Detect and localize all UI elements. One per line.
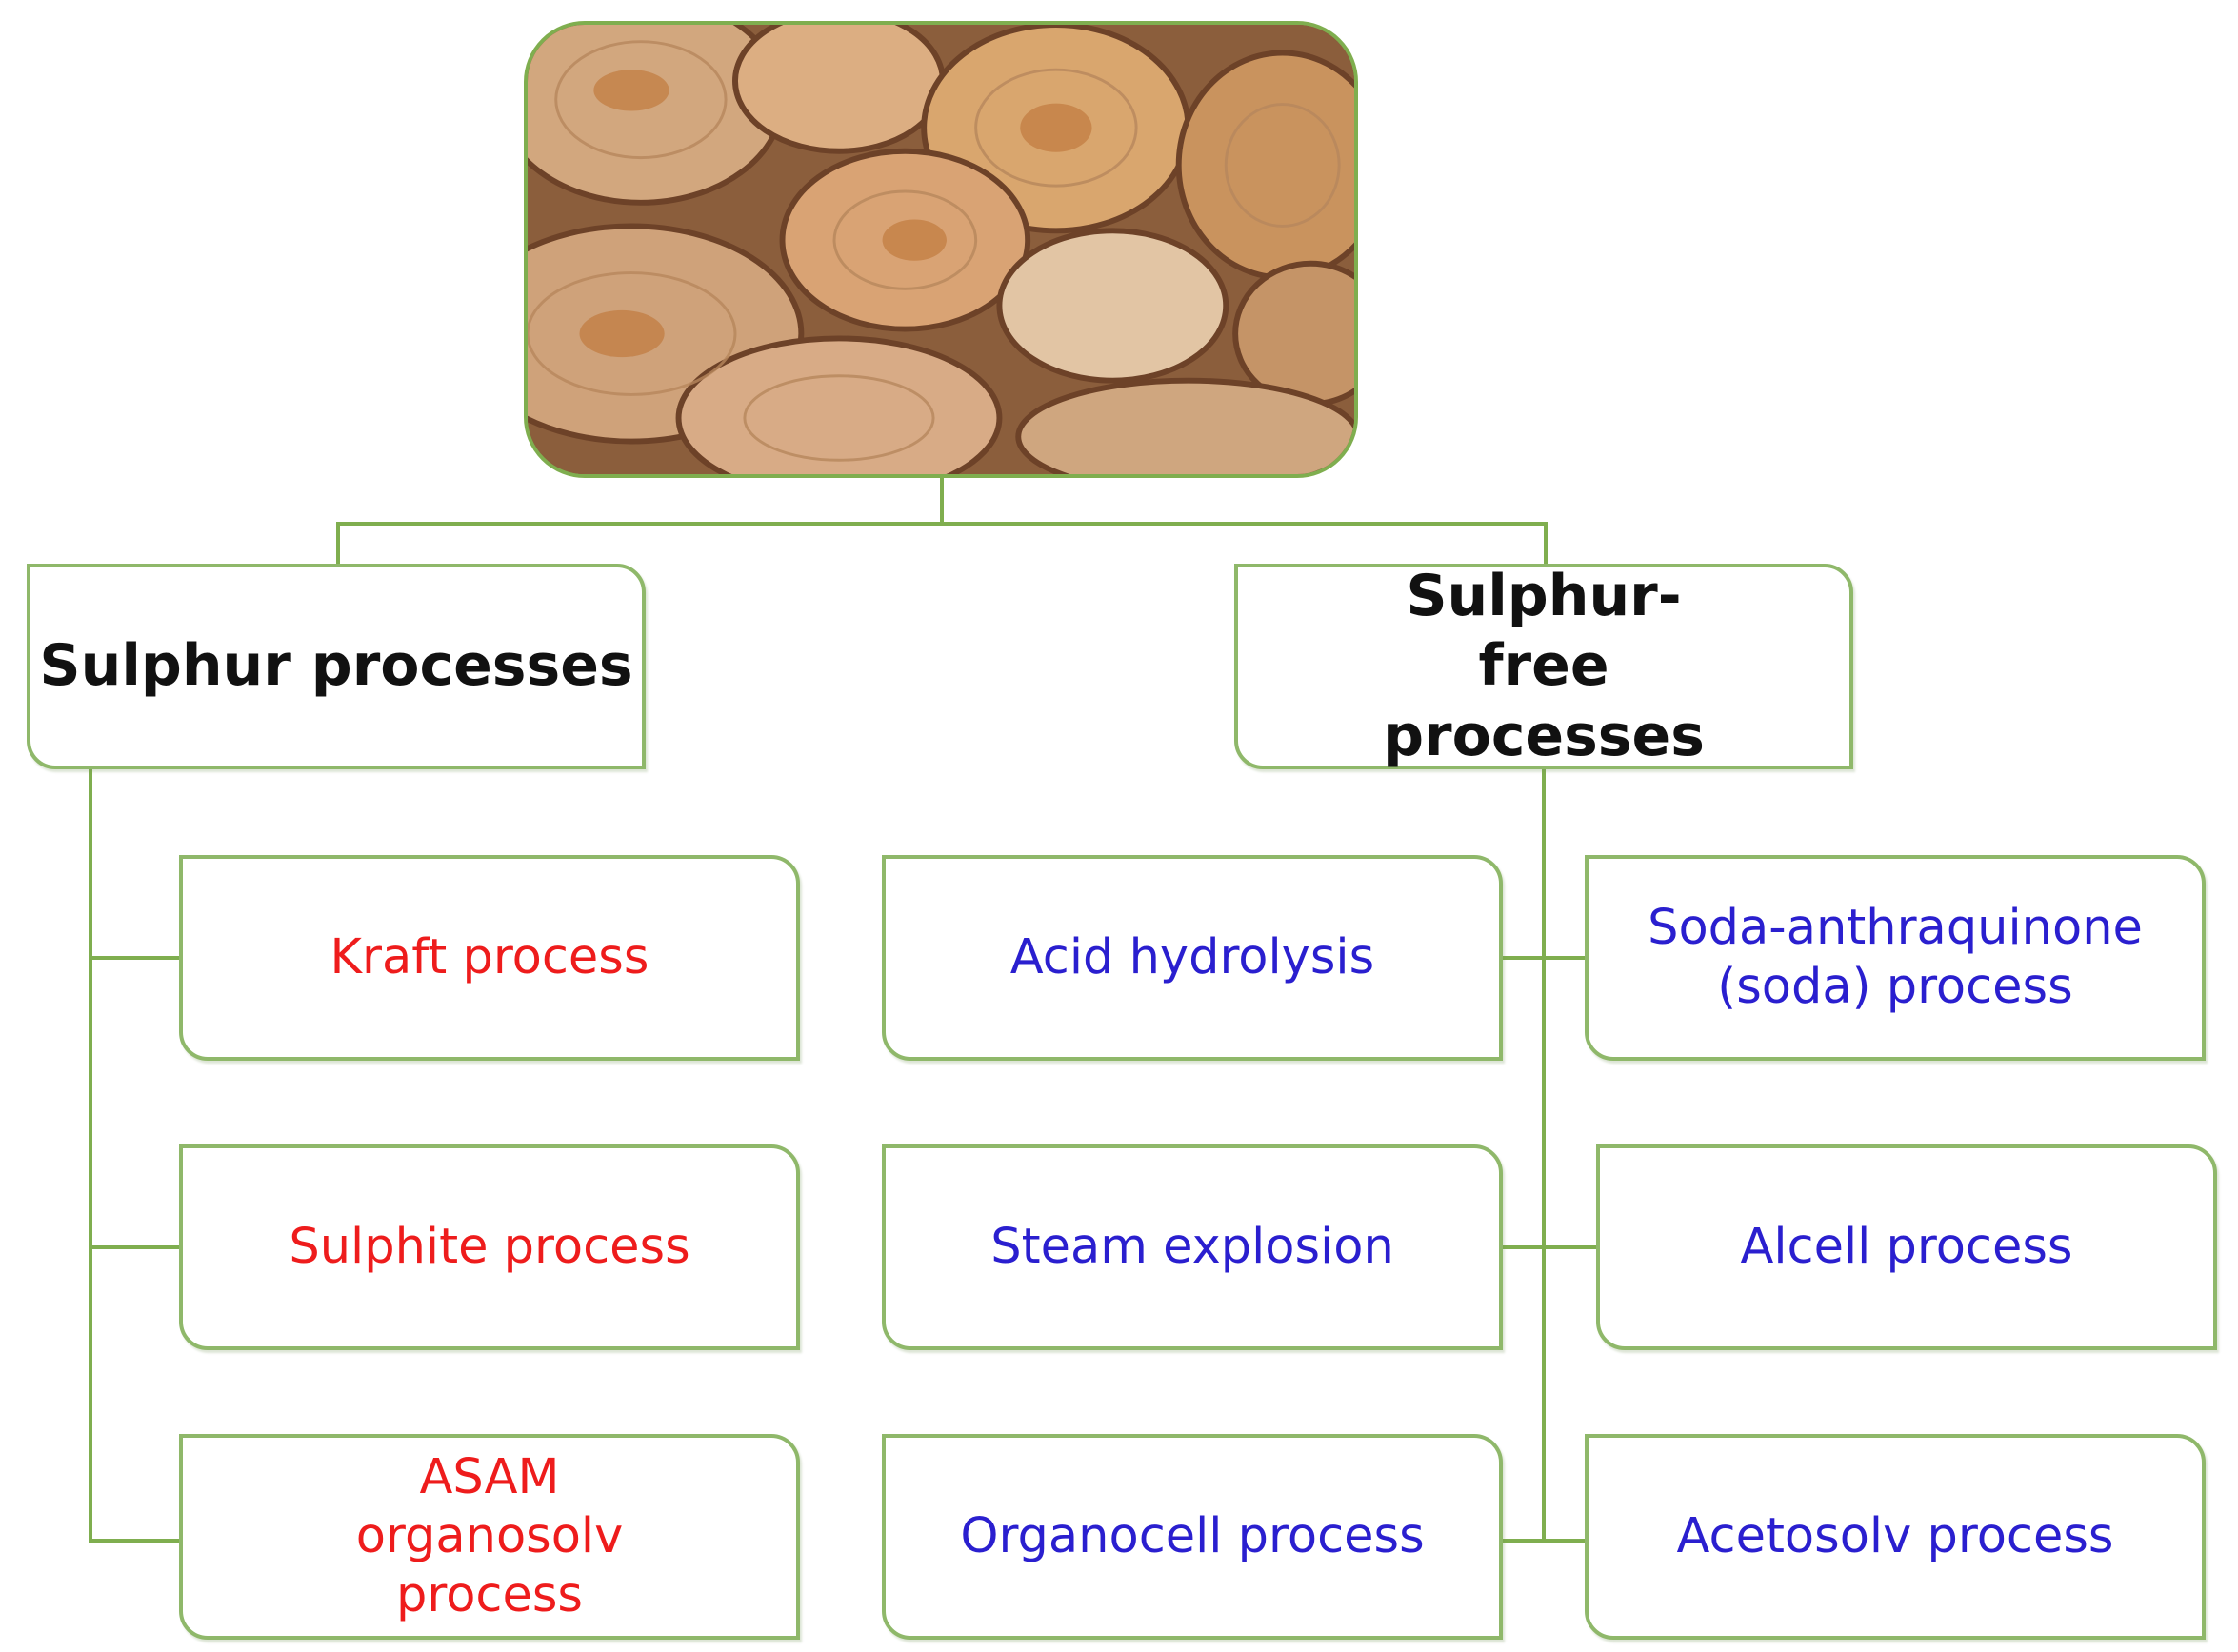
asam-organosolv-process-label: ASAM organosolv process	[355, 1448, 624, 1624]
acid-hydrolysis-label: Acid hydrolysis	[1009, 928, 1375, 985]
organocell-process-box: Organocell process	[882, 1434, 1503, 1640]
connector-sulphur-free-trunk	[1542, 769, 1546, 1543]
acetosolv-process-label: Acetosolv process	[1676, 1507, 2114, 1564]
sulphite-process-label: Sulphite process	[289, 1218, 690, 1275]
connector-kraft	[89, 956, 182, 960]
sulphite-process-box: Sulphite process	[179, 1144, 800, 1350]
sulphur-processes-box: Sulphur processes	[27, 564, 646, 769]
alcell-process-label: Alcell process	[1740, 1218, 2073, 1275]
connector-row2	[1503, 1245, 1598, 1249]
connector-sulphur-trunk	[89, 769, 92, 1543]
organocell-process-label: Organocell process	[960, 1507, 1425, 1564]
kraft-process-label: Kraft process	[330, 928, 649, 985]
connector-photo-down	[940, 478, 944, 524]
connector-to-sulphur-free	[1544, 522, 1548, 564]
connector-to-sulphur	[336, 522, 340, 564]
connector-sulphite	[89, 1245, 182, 1249]
connector-asam	[89, 1539, 182, 1543]
connector-row3	[1503, 1539, 1587, 1543]
sulphur-free-processes-box: Sulphur-free processes	[1234, 563, 1853, 769]
asam-organosolv-process-box: ASAM organosolv process	[179, 1434, 800, 1640]
soda-anthraquinone-process-label: Soda-anthraquinone (soda) process	[1648, 899, 2143, 1015]
steam-explosion-box: Steam explosion	[882, 1144, 1503, 1350]
connector-row1	[1503, 956, 1587, 960]
wood-logs-photo	[524, 21, 1358, 478]
acid-hydrolysis-box: Acid hydrolysis	[882, 855, 1503, 1061]
steam-explosion-label: Steam explosion	[990, 1218, 1394, 1275]
sulphur-processes-title: Sulphur processes	[39, 632, 633, 700]
acetosolv-process-box: Acetosolv process	[1585, 1434, 2206, 1640]
alcell-process-box: Alcell process	[1596, 1144, 2217, 1350]
sulphur-free-processes-title: Sulphur-free processes	[1383, 563, 1705, 769]
kraft-process-box: Kraft process	[179, 855, 800, 1061]
connector-top-horizontal	[336, 522, 1548, 526]
soda-anthraquinone-process-box: Soda-anthraquinone (soda) process	[1585, 855, 2206, 1061]
wood-logs-icon	[528, 25, 1354, 474]
